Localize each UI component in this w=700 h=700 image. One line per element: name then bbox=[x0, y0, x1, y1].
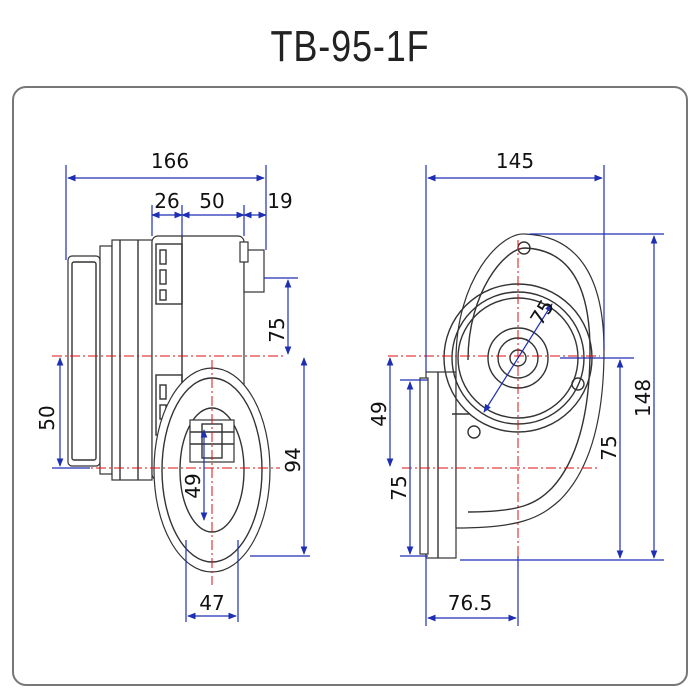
dim-label-75-right: 75 bbox=[597, 435, 621, 460]
dim-label-26: 26 bbox=[154, 189, 179, 213]
motor-body bbox=[67, 235, 265, 481]
dim-label-148: 148 bbox=[631, 379, 655, 417]
outlet-duct bbox=[419, 371, 457, 559]
dim-label-94: 94 bbox=[281, 447, 305, 472]
front-view: 75 145 148 75 49 75 76.5 bbox=[367, 149, 664, 626]
dim-label-19: 19 bbox=[267, 189, 292, 213]
dim-label-75-left: 75 bbox=[387, 475, 411, 500]
drawing-title: TB-95-1F bbox=[270, 22, 430, 71]
scroll-housing bbox=[443, 233, 605, 529]
side-view: 166 26 50 19 75 94 50 49 47 bbox=[35, 149, 310, 622]
dim-label-49-front: 49 bbox=[367, 401, 391, 426]
dim-label-145: 145 bbox=[496, 149, 534, 173]
dim-label-76-5: 76.5 bbox=[448, 591, 493, 615]
dim-label-47: 47 bbox=[199, 591, 224, 615]
drawing-frame bbox=[12, 86, 688, 686]
dim-label-50-top: 50 bbox=[199, 189, 224, 213]
dim-label-50-left: 50 bbox=[35, 405, 59, 430]
dim-label-75: 75 bbox=[265, 317, 289, 342]
dim-label-49-side: 49 bbox=[181, 473, 205, 498]
dim-label-166: 166 bbox=[151, 149, 189, 173]
dim-line-diameter bbox=[483, 303, 553, 413]
